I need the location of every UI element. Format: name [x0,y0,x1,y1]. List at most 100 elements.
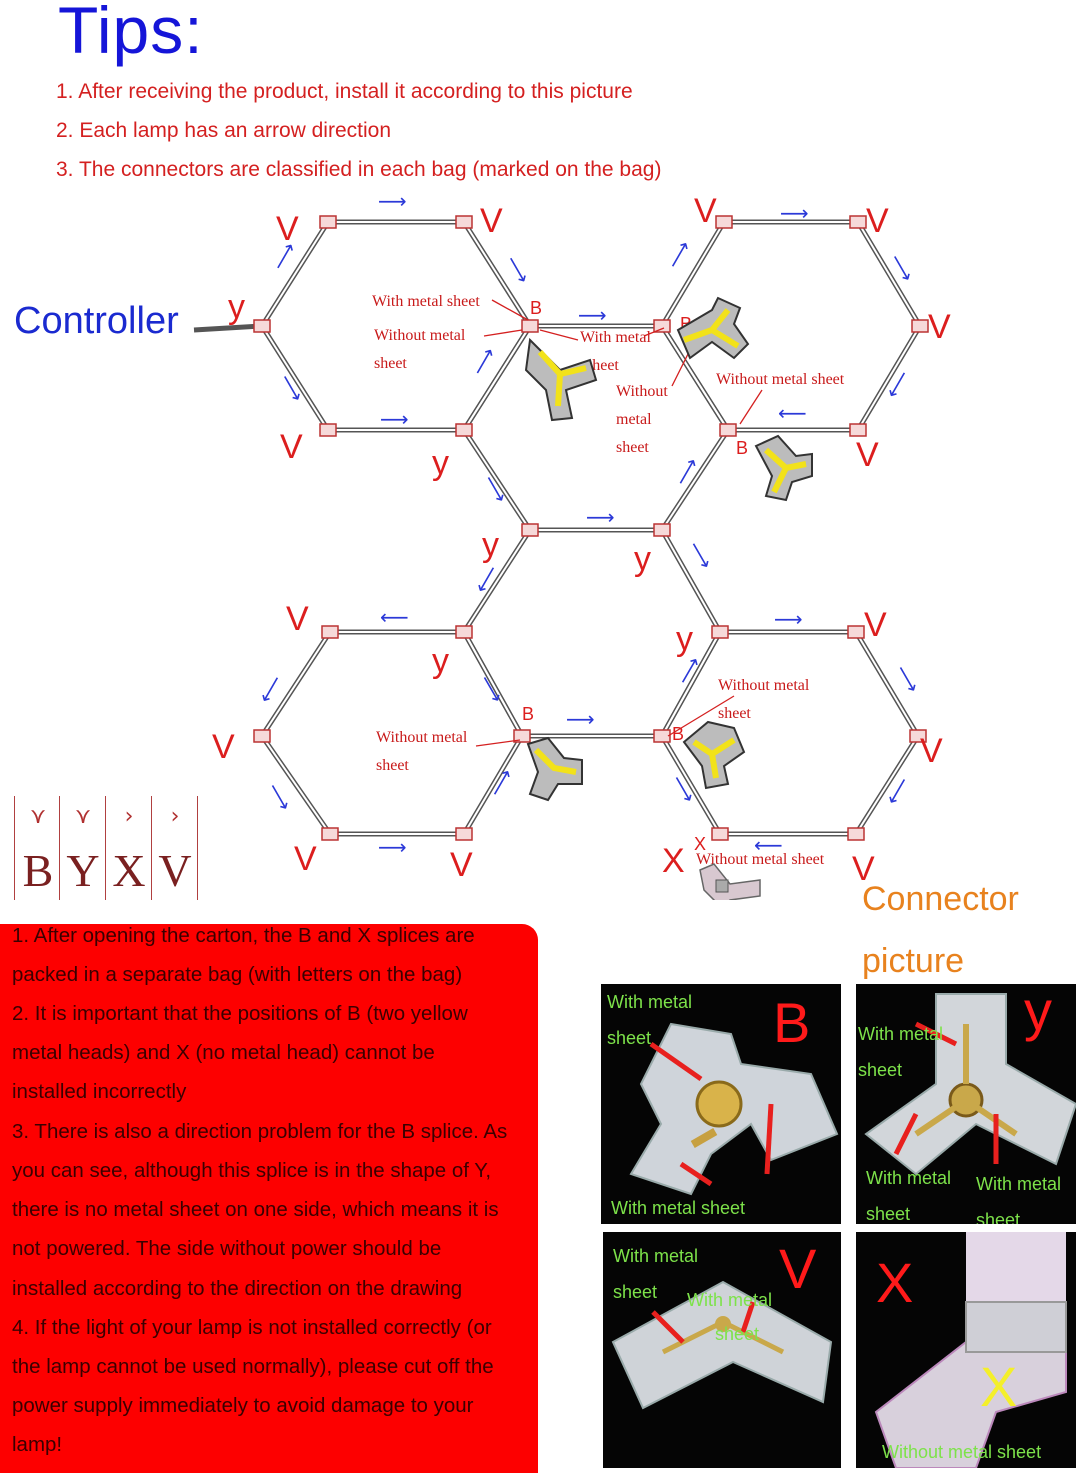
svg-text:⟶: ⟶ [578,303,607,327]
connector-legend: ⋎ B ⋎ Y › X › V [14,796,204,900]
y-connector-icon: ⋎ [74,804,92,829]
svg-text:⟶: ⟶ [881,366,916,403]
svg-text:B: B [522,704,534,724]
b-connector-thumb-2 [676,296,750,360]
svg-text:Without metal sheet: Without metal sheet [696,851,825,868]
svg-text:V: V [280,428,303,466]
hexagon-1 [259,219,533,433]
v-connector-photo [611,1280,833,1410]
photo-y-connector: y With metal sheet With metal sheet With… [856,984,1076,1224]
svg-text:V: V [294,840,317,878]
svg-text:⟶: ⟶ [666,770,701,807]
svg-text:X: X [662,842,685,880]
svg-text:⟶: ⟶ [780,201,809,225]
connector-picture-title: picture [862,942,965,980]
svg-text:V: V [450,846,473,884]
svg-text:V: V [276,210,299,248]
svg-text:⟶: ⟶ [586,505,615,529]
photo-b-label: With metal sheet [611,1198,746,1218]
b-connector-thumb-1 [524,337,598,422]
note-line: not powered. The side without power shou… [12,1237,442,1260]
b-connector-thumb-5 [682,720,746,790]
svg-text:V: V [212,728,235,766]
photo-y-label: sheet [858,1060,903,1080]
x-connector-photo [874,1232,1067,1468]
svg-text:⟶: ⟶ [380,407,409,431]
photo-v-letter: V [779,1237,817,1300]
svg-text:With metal: With metal [580,329,651,346]
b-connector-thumb-3 [754,434,813,502]
svg-text:⟶: ⟶ [500,251,535,288]
svg-text:⟶: ⟶ [274,369,309,406]
photo-x-letter-overlay: X [980,1355,1018,1418]
photo-v-connector: V With metal sheet With metal sheet [603,1232,841,1468]
svg-text:V: V [852,850,875,888]
b-connector-thumb-4 [526,736,583,802]
svg-text:V: V [480,202,503,240]
svg-text:V: V [920,732,943,770]
svg-text:V: V [864,606,887,644]
svg-text:⟶: ⟶ [890,660,925,697]
photo-y-letter: y [1024,984,1052,1042]
y-connector-photo [864,993,1076,1176]
photo-x-letter: X [876,1251,914,1314]
svg-text:⟶: ⟶ [470,561,505,598]
connector-picture-title: Connector [862,880,1019,918]
note-line: installed incorrectly [12,1080,187,1103]
svg-text:⟶: ⟶ [881,773,916,810]
tip-3: 3. The connectors are classified in each… [56,158,662,181]
svg-text:y: y [676,620,693,658]
legend-cell-y: ⋎ Y [60,796,106,900]
b-connector-photo [629,1022,839,1196]
svg-text:⟶: ⟶ [884,249,919,286]
installation-notes-box: 1. After opening the carton, the B and X… [0,924,538,1473]
svg-text:sheet: sheet [718,705,751,722]
photo-b-label: With metal [607,992,693,1012]
svg-text:V: V [694,192,717,230]
connector-letters: V V y V y B V V V B B V y y V y y V V B … [212,192,951,888]
legend-cell-b: ⋎ B [14,796,60,900]
svg-text:⟶: ⟶ [478,470,513,507]
svg-text:⟵: ⟵ [778,401,807,425]
photo-v-label: sheet [613,1282,658,1302]
svg-text:With metal sheet: With metal sheet [372,293,480,310]
note-line: installed according to the direction on … [12,1277,463,1300]
svg-text:y: y [432,642,449,680]
photo-y-label: sheet [976,1210,1021,1224]
y-connector-b-icon: ⋎ [29,804,47,829]
note-line: 3. There is also a direction problem for… [12,1120,508,1143]
svg-text:Without metal sheet: Without metal sheet [716,371,845,388]
svg-text:B: B [672,724,684,744]
svg-text:⟶: ⟶ [774,607,803,631]
connector-thumbnails [524,296,813,900]
x-connector-thumb [699,863,761,900]
note-line: packed in a separate bag (with letters o… [12,963,463,986]
tip-2: 2. Each lamp has an arrow direction [56,119,392,142]
photo-x-connector: X X Without metal sheet [856,1232,1076,1468]
svg-text:y: y [228,288,245,326]
svg-text:sheet: sheet [376,757,409,774]
svg-text:y: y [482,526,499,564]
svg-text:X: X [694,834,706,854]
note-line: the lamp cannot be used normally), pleas… [12,1355,494,1378]
svg-text:⟵: ⟵ [754,833,783,857]
tip-1: 1. After receiving the product, install … [56,80,633,103]
svg-text:⟶: ⟶ [661,236,696,273]
photo-y-label: sheet [866,1204,911,1224]
svg-text:V: V [928,308,951,346]
hexagon-wiring-diagram: ⟶⟶ ⟶ ⟶ ⟶ ⟶ ⟶ ⟶ ⟶ ⟶ ⟶ ⟵ ⟶ ⟶ ⟶ ⟶ ⟶ ⟵ ⟶ ⟶ ⟶… [193,189,951,900]
controller-cable [193,323,263,333]
note-line: 2. It is important that the positions of… [12,1002,468,1025]
note-line: there is no metal sheet on one side, whi… [12,1198,499,1221]
note-line: power supply immediately to avoid damage… [12,1394,474,1417]
svg-text:y: y [432,444,449,482]
note-line: 4. If the light of your lamp is not inst… [12,1316,492,1339]
note-line: lamp! [12,1433,63,1456]
svg-text:⟶: ⟶ [378,835,407,859]
note-line: you can see, although this splice is in … [12,1159,492,1182]
svg-text:⟶: ⟶ [683,536,718,573]
note-line: 1. After opening the carton, the B and X… [12,924,475,947]
photo-b-label: sheet [607,1028,652,1048]
legend-cell-x: › X [106,796,152,900]
svg-text:⟶: ⟶ [466,343,501,380]
